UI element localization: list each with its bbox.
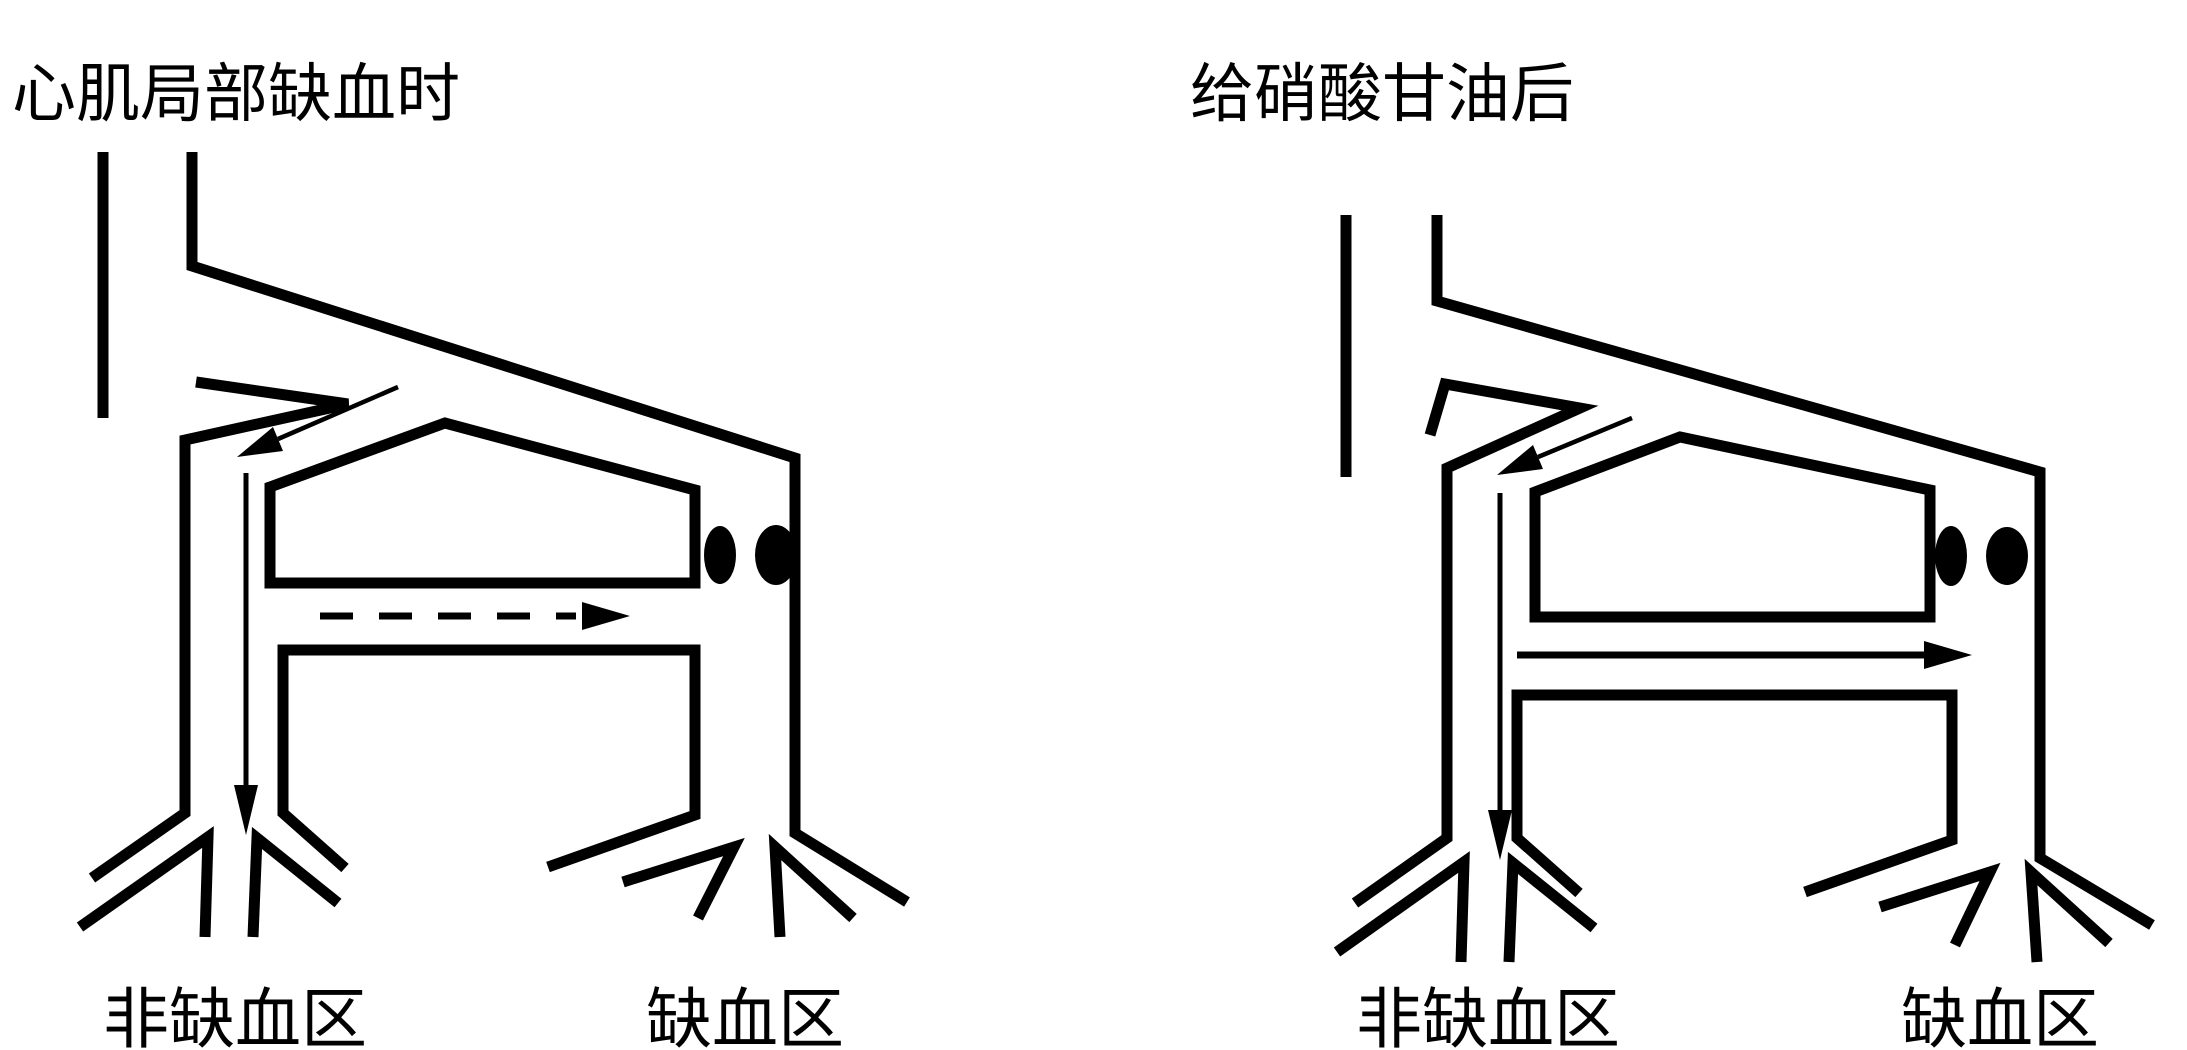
label-ischemic-zone: 缺血区 — [646, 981, 844, 1050]
right-foot-divider-2 — [768, 833, 857, 938]
stenosis-dot-icon — [704, 526, 736, 584]
collateral-rectangle — [277, 644, 701, 873]
right-foot-divider-2 — [2024, 858, 2113, 963]
main-artery-wall — [1431, 215, 2155, 930]
branch-flow-arrow-icon — [234, 473, 258, 835]
collateral-pentagon — [264, 417, 701, 589]
left-foot-divider-2 — [1503, 851, 1598, 963]
right-foot-divider-1 — [621, 837, 745, 921]
collateral-flow-arrow-dashed-icon — [320, 602, 630, 630]
collateral-pentagon — [1529, 431, 1936, 623]
stenosis-dot-icon — [1935, 526, 1967, 586]
panel-title: 给硝酸甘油后 — [1190, 58, 1574, 132]
main-artery-wall — [186, 152, 910, 907]
stenosis-dot-icon — [755, 525, 797, 585]
left-foot-divider-2 — [247, 826, 342, 938]
right-foot-divider-1 — [1878, 862, 2001, 948]
left-foot-divider-1 — [1333, 851, 1470, 963]
label-ischemic-zone: 缺血区 — [1901, 981, 2099, 1050]
label-non-ischemic-zone: 非缺血区 — [1356, 981, 1620, 1050]
left-foot-divider-1 — [76, 826, 214, 938]
branch-divider-and-left-vessel-wall — [88, 376, 350, 883]
branch-flow-arrow-icon — [1488, 493, 1512, 860]
bend-flow-arrow-icon — [237, 384, 399, 457]
bend-flow-arrow-icon — [1497, 415, 1633, 475]
panel-ischemia: 心肌局部缺血时 — [12, 58, 910, 1050]
collateral-flow-arrow-solid-icon — [1517, 641, 1972, 669]
panel-title: 心肌局部缺血时 — [12, 58, 460, 132]
panel-nitroglycerin: 给硝酸甘油后 — [1190, 58, 2155, 1050]
collateral-rectangle — [1511, 689, 1958, 898]
stenosis-dot-icon — [1986, 527, 2028, 585]
branch-divider-and-left-vessel-wall — [1351, 377, 1599, 908]
label-non-ischemic-zone: 非缺血区 — [103, 981, 367, 1050]
